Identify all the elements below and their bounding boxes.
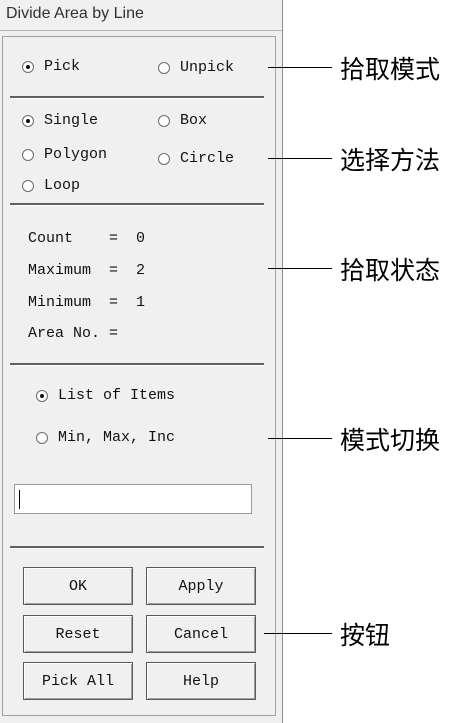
reset-button[interactable]: Reset — [23, 615, 133, 653]
radio-min-max-inc[interactable]: Min, Max, Inc — [36, 429, 175, 446]
callout-line — [268, 268, 332, 269]
apply-button[interactable]: Apply — [146, 567, 256, 605]
panel-frame — [2, 36, 276, 716]
radio-pick-label: Pick — [44, 58, 81, 75]
radio-unpick[interactable]: Unpick — [158, 59, 234, 76]
maximum-readout: Maximum = 2 — [28, 262, 146, 279]
radio-polygon[interactable]: Polygon — [22, 146, 107, 163]
help-button-label: Help — [182, 672, 219, 690]
radio-polygon-label: Polygon — [44, 146, 108, 163]
cancel-button[interactable]: Cancel — [146, 615, 256, 653]
title-bar: Divide Area by Line — [0, 0, 282, 31]
pick-all-button-label: Pick All — [41, 672, 114, 690]
window-title: Divide Area by Line — [6, 5, 144, 22]
radio-single-dot[interactable] — [22, 114, 34, 127]
callout-pick-mode: 拾取模式 — [340, 55, 441, 84]
radio-circle-dot[interactable] — [158, 152, 170, 165]
callout-mode-switch: 模式切换 — [340, 426, 441, 455]
ok-button-label: OK — [68, 577, 87, 595]
separator — [10, 96, 264, 99]
radio-pick-dot[interactable] — [22, 60, 34, 73]
cancel-button-label: Cancel — [173, 625, 228, 643]
separator — [10, 363, 264, 366]
radio-loop-label: Loop — [44, 177, 81, 194]
radio-pick[interactable]: Pick — [22, 58, 80, 75]
separator — [10, 203, 264, 206]
apply-button-label: Apply — [178, 577, 224, 595]
pick-all-button[interactable]: Pick All — [23, 662, 133, 700]
minimum-readout: Minimum = 1 — [28, 294, 146, 311]
radio-unpick-dot[interactable] — [158, 61, 170, 74]
radio-polygon-dot[interactable] — [22, 148, 34, 161]
picker-dialog: Divide Area by Line Pick Unpick Single B… — [0, 0, 283, 723]
radio-box[interactable]: Box — [158, 112, 207, 129]
area-number-readout: Area No. = — [28, 325, 119, 342]
ok-button[interactable]: OK — [23, 567, 133, 605]
separator — [10, 546, 264, 549]
radio-circle[interactable]: Circle — [158, 150, 234, 167]
callout-pick-status: 拾取状态 — [340, 256, 441, 285]
reset-button-label: Reset — [55, 625, 101, 643]
callout-select-method: 选择方法 — [340, 146, 441, 175]
callout-line — [264, 633, 332, 634]
callout-line — [268, 67, 332, 68]
help-button[interactable]: Help — [146, 662, 256, 700]
callout-buttons: 按钮 — [340, 621, 391, 650]
radio-circle-label: Circle — [180, 150, 235, 167]
entry-field[interactable] — [14, 484, 252, 514]
radio-box-dot[interactable] — [158, 114, 170, 127]
count-readout: Count = 0 — [28, 230, 146, 247]
radio-list-label: List of Items — [58, 387, 176, 404]
callout-line — [268, 158, 332, 159]
radio-box-label: Box — [180, 112, 208, 129]
radio-minmax-label: Min, Max, Inc — [58, 429, 176, 446]
radio-loop[interactable]: Loop — [22, 177, 80, 194]
callout-line — [268, 438, 332, 439]
text-caret — [19, 490, 20, 509]
radio-single[interactable]: Single — [22, 112, 98, 129]
radio-list-dot[interactable] — [36, 389, 48, 402]
radio-minmax-dot[interactable] — [36, 431, 48, 444]
radio-list-of-items[interactable]: List of Items — [36, 387, 175, 404]
radio-unpick-label: Unpick — [180, 59, 235, 76]
radio-loop-dot[interactable] — [22, 179, 34, 192]
radio-single-label: Single — [44, 112, 99, 129]
